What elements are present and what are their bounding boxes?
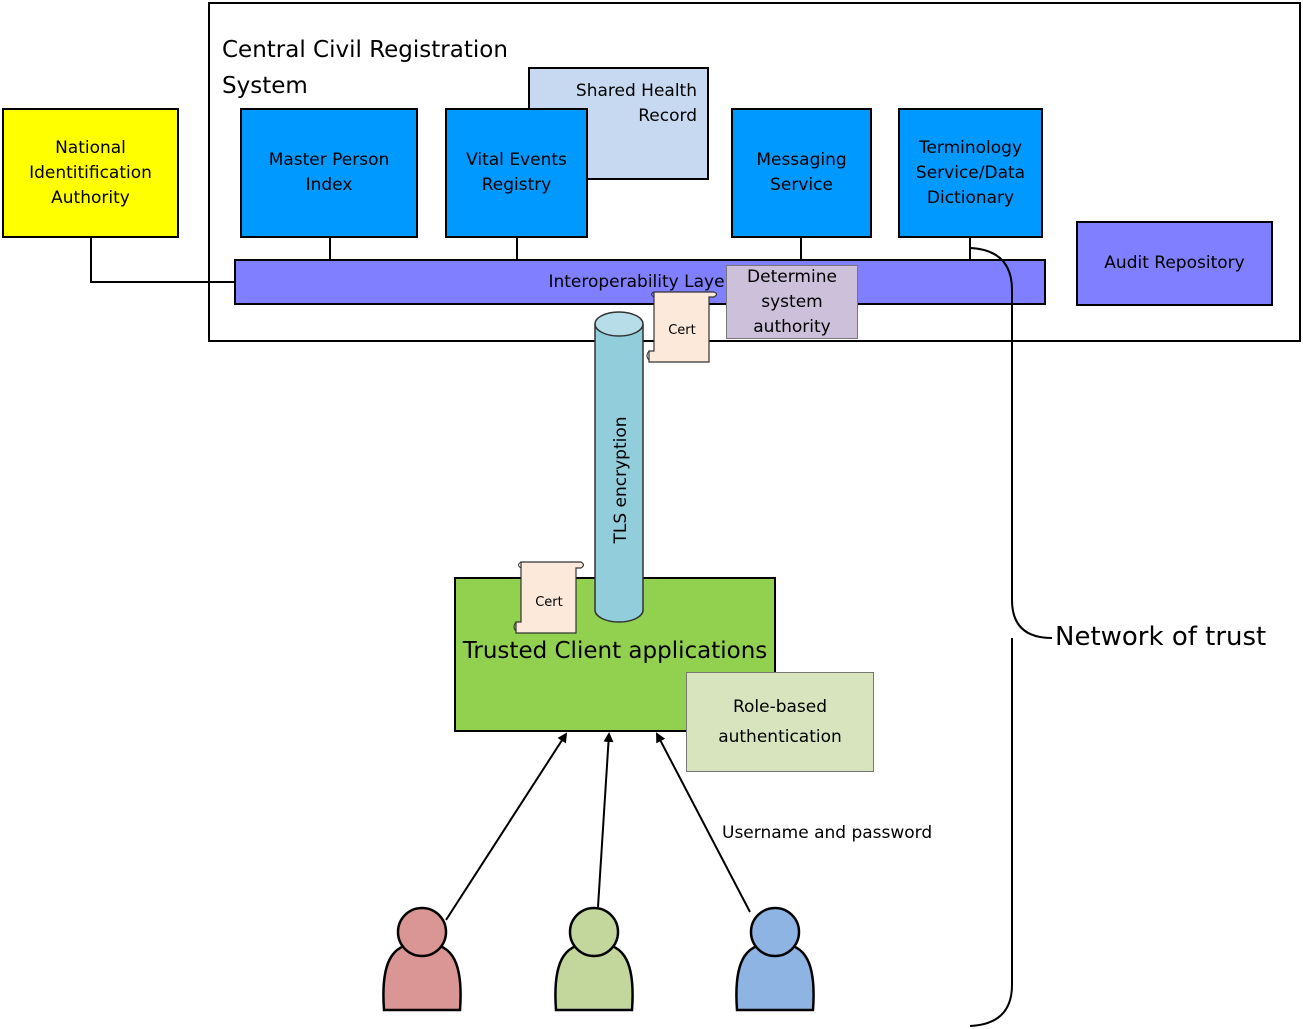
user-green-icon (554, 906, 634, 1012)
national-id-connector (90, 236, 236, 283)
user-center-arrow (597, 732, 614, 908)
terminology-service-label: Terminology Service/Data Dictionary (915, 137, 1026, 208)
civil-registration-frame (208, 2, 1301, 342)
user-blue-icon (735, 906, 815, 1012)
determine-system-authority[interactable]: Determine system authority (726, 265, 858, 339)
vital-events-registry-label: Vital Events Registry (466, 150, 567, 195)
cert-top-label: Cert (668, 323, 696, 338)
master-person-index-label: Master Person Index (268, 150, 390, 195)
audit-repository-label: Audit Repository (1104, 253, 1245, 273)
audit-repository[interactable]: Audit Repository (1076, 221, 1273, 306)
user-left-arrow (445, 732, 568, 921)
shared-health-record-label: Shared Health Record (575, 81, 697, 126)
national-id-authority[interactable]: National Identitification Authority (2, 108, 179, 238)
system-title: Central Civil Registration System (222, 37, 508, 99)
messaging-service[interactable]: Messaging Service (731, 108, 872, 238)
messaging-service-label: Messaging Service (756, 150, 847, 195)
cert-scroll-bottom: Cert (513, 561, 585, 634)
network-of-trust-label: Network of trust (1055, 622, 1267, 652)
master-person-index[interactable]: Master Person Index (240, 108, 418, 238)
tls-tunnel: TLS encryption (594, 311, 644, 623)
determine-system-authority-label: Determine system authority (747, 266, 837, 337)
interoperability-layer-label: Interoperability Layer (548, 272, 732, 292)
cert-bottom-label: Cert (535, 595, 563, 610)
user-right-arrow (656, 732, 751, 913)
cert-scroll-top: Cert (646, 291, 718, 363)
national-id-label: National Identitification Authority (29, 137, 152, 208)
vital-events-registry[interactable]: Vital Events Registry (445, 108, 588, 238)
user-red-icon (382, 906, 462, 1012)
tls-label: TLS encryption (611, 416, 631, 544)
interoperability-layer[interactable] (234, 259, 1046, 305)
credentials-label: Username and password (722, 823, 933, 843)
trusted-client-label: Trusted Client applications (462, 638, 768, 664)
terminology-service[interactable]: Terminology Service/Data Dictionary (898, 108, 1043, 238)
network-of-trust-brace (969, 247, 1053, 1027)
role-based-authentication-label: Role-based authentication (718, 697, 842, 747)
role-based-authentication[interactable]: Role-based authentication (686, 672, 874, 772)
